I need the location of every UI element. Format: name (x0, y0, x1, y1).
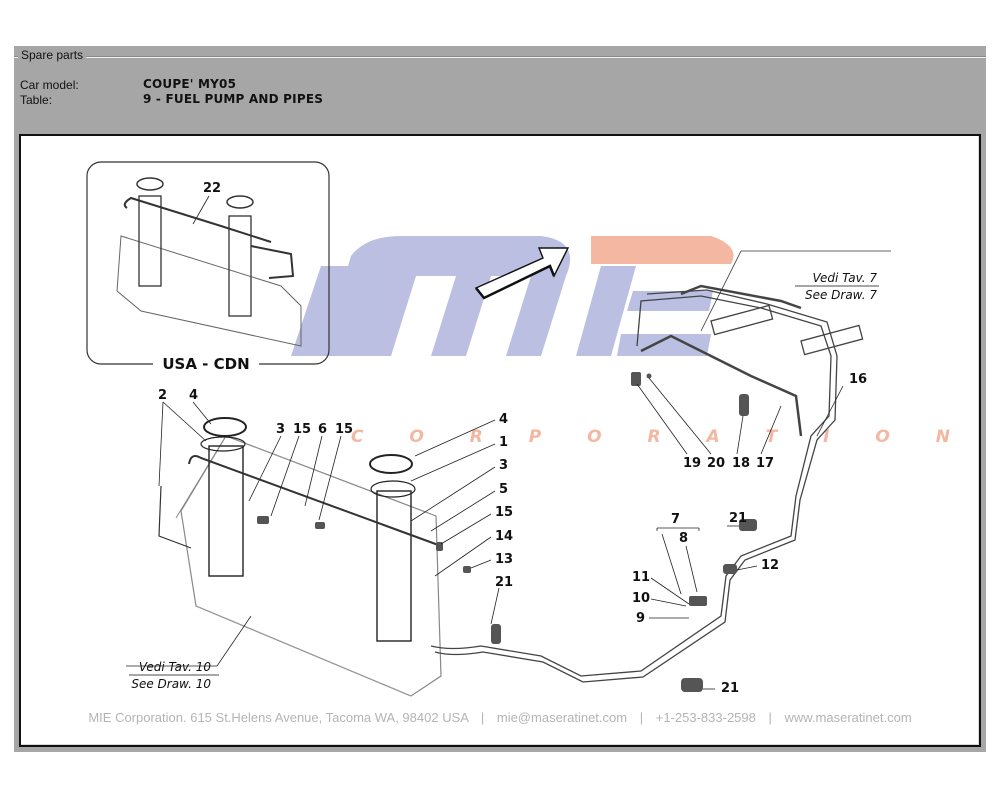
car-model-value: COUPE' MY05 (143, 77, 237, 91)
mie-watermark-logo: C O R P O R A T I O N (291, 236, 970, 447)
callout-20[interactable]: 20 (707, 456, 725, 471)
callout-3[interactable]: 3 (276, 422, 285, 437)
callout-15[interactable]: 15 (293, 422, 311, 437)
car-model-label: Car model: (20, 78, 79, 92)
group-title: Spare parts (18, 48, 87, 62)
usa-cdn-inset: USA - CDN 22 (86, 161, 330, 374)
callout-4[interactable]: 4 (189, 388, 198, 403)
table-label: Table: (20, 93, 53, 107)
callout-16[interactable]: 16 (849, 372, 867, 387)
callout-15[interactable]: 15 (335, 422, 353, 437)
callout-1[interactable]: 1 (499, 435, 508, 450)
direction-arrow-icon (474, 247, 570, 300)
inset-caption: USA - CDN (162, 355, 249, 373)
leader-lines (126, 377, 844, 690)
callout-8[interactable]: 8 (679, 531, 688, 546)
parts-diagram: C O R P O R A T I O N USA - CDN 22 (86, 161, 970, 697)
callout-13[interactable]: 13 (495, 552, 513, 567)
callout-11[interactable]: 11 (632, 570, 650, 585)
callout-9[interactable]: 9 (636, 611, 645, 626)
footer-separator: | (480, 710, 485, 725)
callout-21[interactable]: 21 (729, 511, 747, 526)
footer-website[interactable]: www.maseratinet.com (784, 710, 912, 725)
callout-4[interactable]: 4 (499, 412, 508, 427)
ref-7-line2: See Draw. 7 (805, 288, 877, 302)
callout-7[interactable]: 7 (671, 512, 680, 527)
callout-17[interactable]: 17 (756, 456, 774, 471)
ref-10-line2: See Draw. 10 (131, 677, 211, 691)
ref-10-line1: Vedi Tav. 10 (139, 660, 211, 674)
footer-separator: | (768, 710, 772, 725)
callout-3[interactable]: 3 (499, 458, 508, 473)
fuel-tank-drawing (158, 417, 442, 697)
callout-15[interactable]: 15 (495, 505, 513, 520)
group-divider (14, 56, 986, 58)
callout-6[interactable]: 6 (318, 422, 327, 437)
callout-2[interactable]: 2 (158, 388, 167, 403)
table-value: 9 - FUEL PUMP AND PIPES (143, 92, 324, 106)
watermark-subtitle: C O R P O R A T I O N (351, 427, 970, 447)
footer-separator: | (639, 710, 644, 725)
contact-footer: MIE Corporation. 615 St.Helens Avenue, T… (21, 710, 979, 725)
callout-12[interactable]: 12 (761, 558, 779, 573)
ref-7-line1: Vedi Tav. 7 (813, 271, 878, 285)
callout-18[interactable]: 18 (732, 456, 750, 471)
callout-14[interactable]: 14 (495, 529, 513, 544)
callout-22[interactable]: 22 (203, 181, 221, 196)
footer-phone: +1-253-833-2598 (655, 710, 756, 725)
callout-21[interactable]: 21 (495, 575, 513, 590)
callout-10[interactable]: 10 (632, 591, 650, 606)
fuel-pipes (430, 250, 891, 683)
callout-19[interactable]: 19 (683, 456, 701, 471)
footer-company: MIE Corporation. 615 St.Helens Avenue, T… (88, 710, 469, 725)
callout-21[interactable]: 21 (721, 681, 739, 696)
reference-see-draw-7[interactable]: Vedi Tav. 7 See Draw. 7 (795, 271, 879, 302)
callout-5[interactable]: 5 (499, 482, 508, 497)
footer-email[interactable]: mie@maseratinet.com (496, 710, 628, 725)
reference-see-draw-10[interactable]: Vedi Tav. 10 See Draw. 10 (129, 660, 219, 691)
parts-diagram-canvas[interactable]: C O R P O R A T I O N USA - CDN 22 (19, 134, 981, 747)
